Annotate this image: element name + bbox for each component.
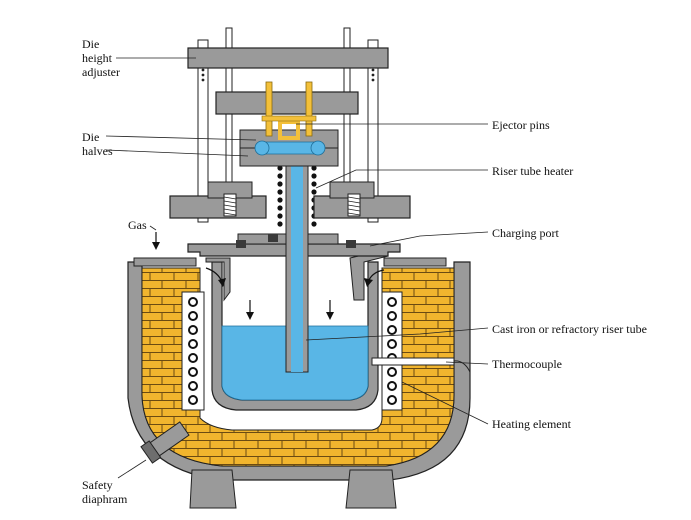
- adjuster-hole: [201, 78, 205, 82]
- thermocouple-wire: [453, 360, 471, 373]
- leader-die-halves-2: [105, 149, 249, 157]
- ejector-plate: [215, 91, 359, 115]
- top-crosshead: [187, 47, 389, 69]
- adjuster-hole: [201, 68, 205, 72]
- heating-channel-right: [381, 291, 403, 411]
- thermocouple-probe: [371, 357, 455, 366]
- label-die-height-adjuster: Die height adjuster: [82, 37, 120, 79]
- heating-coil-turn: [188, 339, 198, 349]
- label-heating-element: Heating element: [492, 417, 571, 431]
- clamp-bolt: [223, 193, 237, 217]
- riser-coil-turn: [277, 213, 283, 219]
- leader-die-halves-1: [105, 135, 257, 141]
- heating-coil-turn: [188, 353, 198, 363]
- guide-rod-outer-right: [367, 39, 379, 223]
- label-riser-tube: Cast iron or refractory riser tube: [492, 322, 647, 336]
- heating-coil-turn: [188, 297, 198, 307]
- heating-coil-turn: [387, 339, 397, 349]
- rim-plate-right: [383, 257, 447, 267]
- riser-coil-turn: [277, 197, 283, 203]
- leader-charging-port: [369, 231, 489, 247]
- riser-coil-turn: [277, 173, 283, 179]
- adjuster-hole: [371, 73, 375, 77]
- adjuster-hole: [371, 78, 375, 82]
- riser-coil-turn: [277, 189, 283, 195]
- heating-coil-turn: [387, 381, 397, 391]
- lid-bolt-right: [346, 240, 356, 248]
- adjuster-hole: [371, 68, 375, 72]
- heating-coil-turn: [188, 325, 198, 335]
- lid-bolt-left: [236, 240, 246, 248]
- label-charging-port: Charging port: [492, 226, 559, 240]
- heating-coil-left: [188, 297, 198, 405]
- furnace-leg-right: [345, 469, 397, 509]
- riser-coil-turn: [311, 221, 317, 227]
- die-block-left: [169, 195, 267, 219]
- heating-coil-turn: [188, 311, 198, 321]
- guide-rod-outer-left: [197, 39, 209, 223]
- heating-coil-turn: [188, 395, 198, 405]
- heating-channel-left: [181, 291, 205, 411]
- leader-gas: [149, 225, 157, 231]
- leader-riser-tube: [305, 327, 489, 341]
- riser-coil-turn: [311, 181, 317, 187]
- die-block-right: [313, 195, 411, 219]
- adjuster-hole: [201, 73, 205, 77]
- riser-coil-turn: [311, 189, 317, 195]
- lid-bolt-center: [268, 234, 278, 242]
- riser-coil-turn: [277, 205, 283, 211]
- charging-chute-left: [205, 257, 231, 302]
- leader-riser-tube-heater: [315, 169, 488, 189]
- leader-lines: [105, 57, 489, 479]
- label-gas: Gas: [128, 218, 147, 232]
- riser-coil-turn: [277, 221, 283, 227]
- heating-coil-turn: [387, 325, 397, 335]
- heating-coil-turn: [387, 311, 397, 321]
- heating-coil-turn: [387, 395, 397, 405]
- heating-coil-turn: [387, 297, 397, 307]
- riser-coil-turn: [311, 173, 317, 179]
- heating-coil-turn: [387, 367, 397, 377]
- heating-coil-turn: [188, 381, 198, 391]
- riser-coil-turn: [311, 165, 317, 171]
- leader-heating-element: [401, 381, 489, 425]
- leader-thermocouple: [445, 361, 489, 365]
- label-safety-diaphram: Safety diaphram: [82, 478, 128, 506]
- safety-diaphram: [140, 421, 190, 464]
- clamp-bolt: [347, 193, 361, 217]
- heating-coil-turn: [188, 367, 198, 377]
- leader-safety-diaphram: [117, 459, 147, 479]
- riser-coil-turn: [277, 165, 283, 171]
- riser-tube-metal: [291, 150, 303, 372]
- rim-plate-left: [133, 257, 197, 267]
- furnace-leg-left: [189, 469, 237, 509]
- label-riser-tube-heater: Riser tube heater: [492, 164, 574, 178]
- die-cavity: [261, 141, 319, 155]
- label-ejector-pins: Ejector pins: [492, 118, 550, 132]
- riser-coil-turn: [277, 181, 283, 187]
- clamp-bolts: [223, 193, 361, 217]
- label-thermocouple: Thermocouple: [492, 357, 562, 371]
- ejector-pins: [261, 81, 317, 140]
- label-die-halves: Die halves: [82, 130, 113, 158]
